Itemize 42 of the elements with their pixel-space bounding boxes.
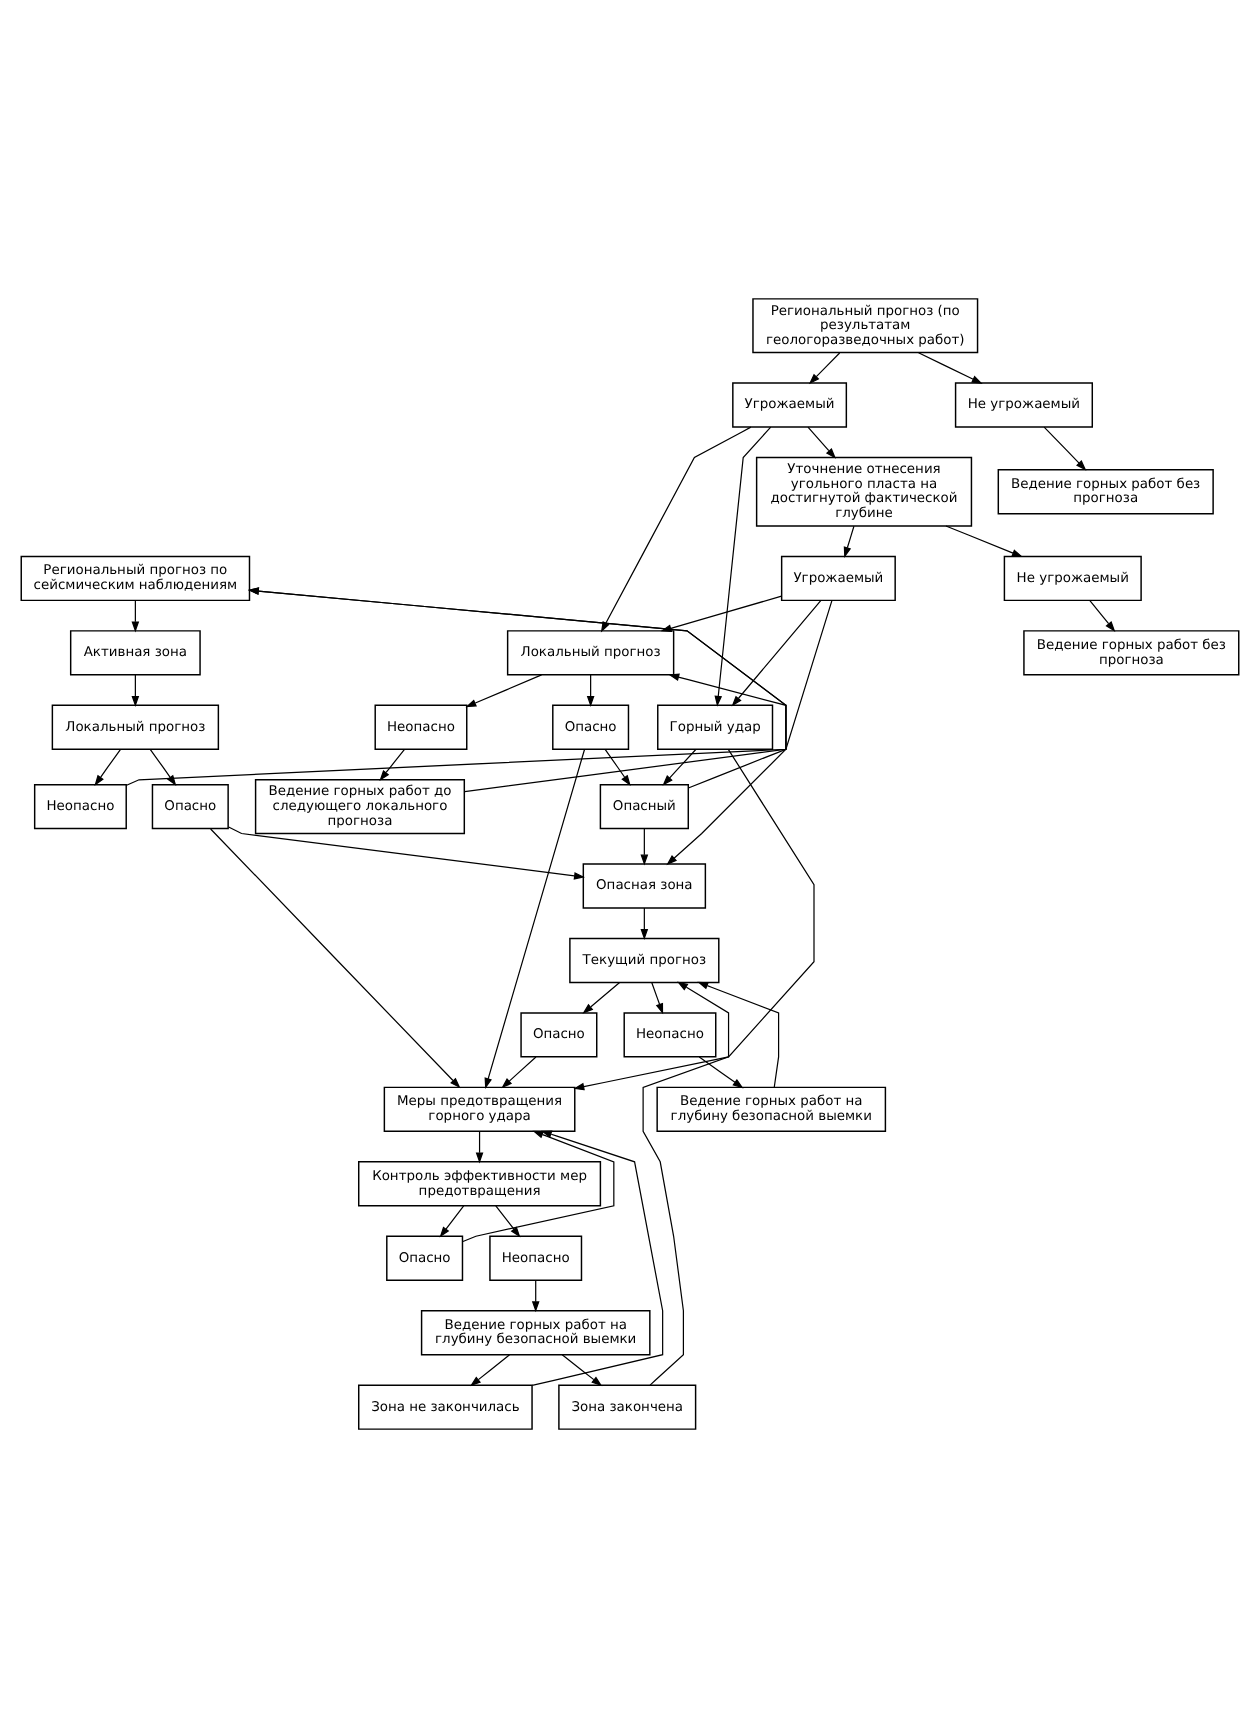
arrow [470,1354,511,1387]
arrow [379,748,405,781]
arrow [1043,426,1087,471]
arrow [228,826,585,880]
arrow [210,828,461,1089]
arrow [586,674,595,707]
arrow [808,352,841,385]
arrow [697,981,780,1088]
arrow [94,748,121,786]
arrow [126,587,787,786]
arrow [651,981,664,1015]
arrow [462,1130,615,1243]
arrow [501,1056,537,1089]
arrow [604,748,631,786]
arrow [582,981,621,1014]
arrow [917,352,983,384]
arrow [573,749,815,1091]
arrow [843,525,855,558]
arrow [464,673,787,793]
arrow [131,599,140,633]
arrow [495,1205,521,1238]
arrow [531,1279,540,1313]
arrow [666,599,833,866]
arrow [465,674,543,708]
arrow [131,674,140,707]
arrow [439,1205,465,1238]
arrow [807,426,837,459]
arrow [714,426,772,707]
arrow [642,981,730,1386]
arrow [561,1354,603,1387]
arrow [531,1130,664,1387]
arrow [731,600,822,707]
arrow [662,748,697,786]
arrow [149,748,177,786]
arrow [640,907,649,940]
arrow [945,525,1023,558]
arrow [640,828,649,866]
arrow [698,1056,744,1089]
arrow [484,748,586,1089]
arrow [475,1130,484,1164]
arrow [1089,599,1116,633]
arrow [247,587,787,789]
